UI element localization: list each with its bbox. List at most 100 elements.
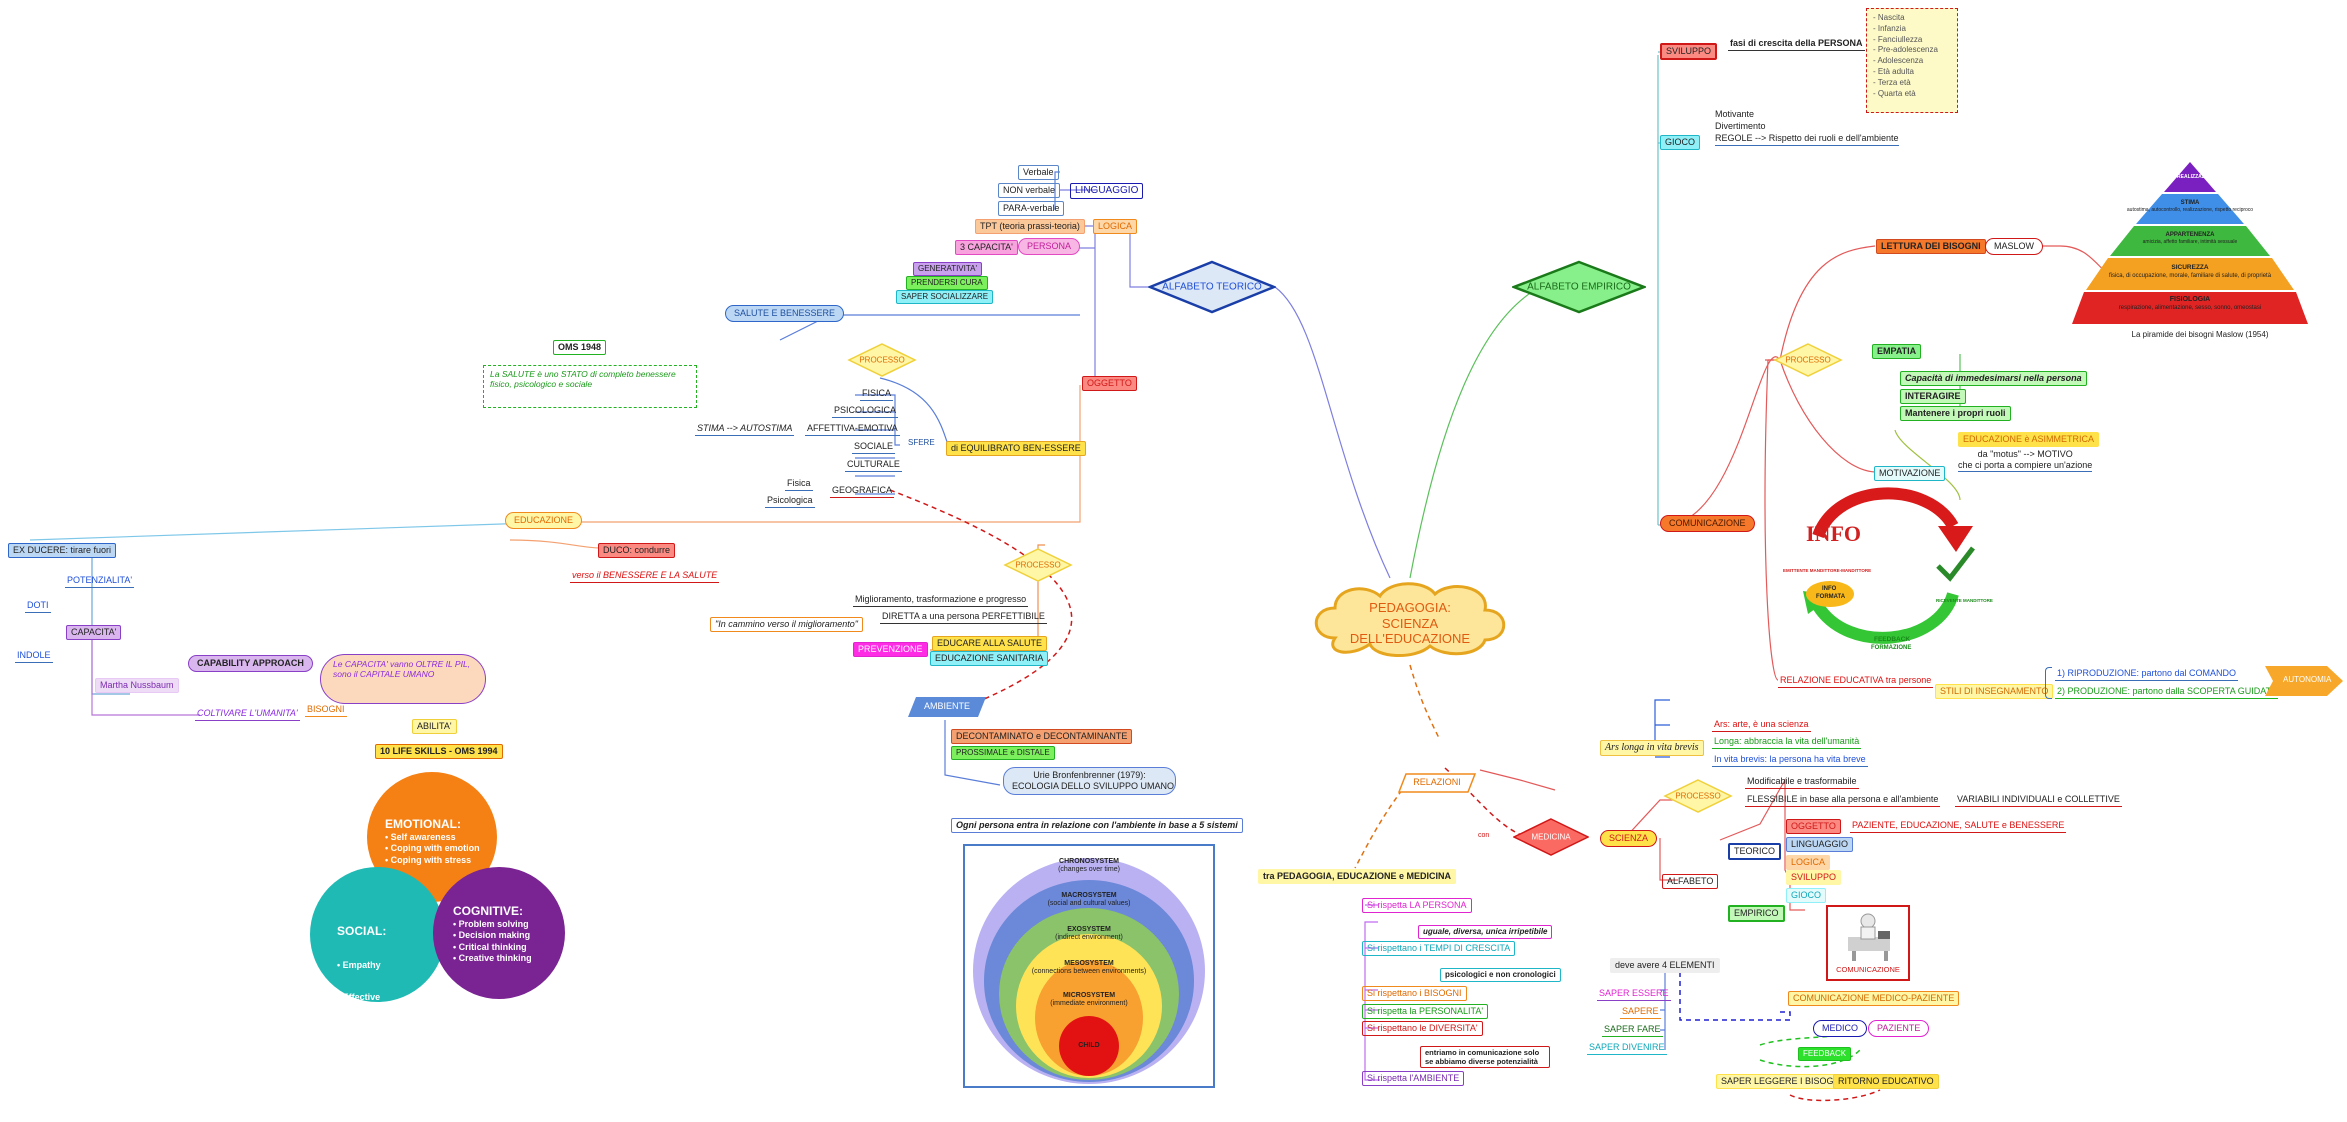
variabili-item: VARIABILI INDIVIDUALI e COLLETTIVE xyxy=(1955,794,2122,807)
relazioni-node[interactable]: RELAZIONI xyxy=(1398,773,1476,793)
bronfenbrenner-node[interactable]: Urie Bronfenbrenner (1979): ECOLOGIA DEL… xyxy=(1003,767,1176,795)
teorico-medicina-node[interactable]: TEORICO xyxy=(1728,843,1782,860)
alfabeto-teorico-label: ALFABETO TEORICO xyxy=(1162,281,1262,293)
cognitive-circle xyxy=(433,867,565,999)
motus-text: da "motus" --> MOTIVO che ci porta a com… xyxy=(1958,449,2093,472)
flessibile-item: FLESSIBILE in base alla persona e all'am… xyxy=(1745,794,1941,807)
stima-autostima: STIMA --> AUTOSTIMA xyxy=(695,423,795,436)
paziente-node[interactable]: PAZIENTE xyxy=(1868,1020,1930,1037)
gioco-node[interactable]: GIOCO xyxy=(1660,135,1701,150)
scienza-node[interactable]: SCIENZA xyxy=(1600,830,1658,847)
emotional-text: EMOTIONAL: • Self awareness • Coping wit… xyxy=(385,817,480,865)
medico-paziente-node[interactable]: COMUNICAZIONE MEDICO-PAZIENTE xyxy=(1788,991,1960,1006)
educare-salute-node[interactable]: EDUCARE ALLA SALUTE xyxy=(932,636,1048,651)
social-circle xyxy=(310,867,445,1002)
processo-educazione-node[interactable]: PROCESSO xyxy=(1003,547,1073,583)
oggetto-node[interactable]: OGGETTO xyxy=(1082,376,1137,391)
cognitive-text: COGNITIVE: • Problem solving • Decision … xyxy=(453,904,532,963)
logica-node[interactable]: LOGICA xyxy=(1093,219,1138,234)
comunicazione-node[interactable]: COMUNICAZIONE xyxy=(1660,515,1755,532)
educazione-node[interactable]: EDUCAZIONE xyxy=(505,512,583,529)
saper-leggere-node[interactable]: SAPER LEGGERE I BISOGNI xyxy=(1716,1074,1848,1089)
child: CHILD xyxy=(1078,1042,1100,1049)
prevenzione-node[interactable]: PREVENZIONE xyxy=(853,642,928,657)
alfabeto-empirico-label: ALFABETO EMPIRICO xyxy=(1527,281,1631,293)
comunicazione-medicina-box[interactable]: COMUNICAZIONE xyxy=(1826,905,1910,981)
comunicazione-potenzialita: entriamo in comunicazione solo se abbiam… xyxy=(1420,1046,1550,1068)
stile-riproduzione: 1) RIPRODUZIONE: partono dal COMANDO xyxy=(2055,668,2239,681)
pyramid-caption: La piramide dei bisogni Maslow (1954) xyxy=(2131,330,2269,339)
alfabeto-empirico-node[interactable]: ALFABETO EMPIRICO xyxy=(1512,260,1646,314)
mantenere-ruoli-item: Mantenere i propri ruoli xyxy=(1900,406,2011,421)
sapere: SAPERE xyxy=(1620,1006,1661,1019)
social-text: SOCIAL: • Empathy • Effective communicat… xyxy=(337,923,421,1100)
elementi-node[interactable]: deve avere 4 ELEMENTI xyxy=(1610,958,1720,973)
sfera-sociale: SOCIALE xyxy=(852,441,896,454)
processo-medicina-node[interactable]: PROCESSO xyxy=(1663,778,1733,814)
asimmetrica-node: EDUCAZIONE è ASIMMETRICA xyxy=(1958,432,2100,447)
stili-node[interactable]: STILI DI INSEGNAMENTO xyxy=(1935,684,2054,699)
gioco-motivante: Motivante xyxy=(1715,109,1755,119)
prendersi-cura-item: PRENDERSI CURA xyxy=(906,276,988,290)
central-topic-label: PEDAGOGIA: SCIENZA DELL'EDUCAZIONE xyxy=(1349,600,1471,647)
linguaggio-node[interactable]: LINGUAGGIO xyxy=(1070,183,1144,199)
interagire-item: INTERAGIRE xyxy=(1900,389,1966,404)
autonomia-node[interactable]: AUTONOMIA xyxy=(2265,666,2345,696)
oggetto-medicina: OGGETTO xyxy=(1786,819,1841,834)
empatia-node[interactable]: EMPATIA xyxy=(1872,344,1922,359)
processo-salute-node[interactable]: PROCESSO xyxy=(847,342,917,378)
indole-item: INDOLE xyxy=(15,650,53,663)
para-verbale-item: PARA-verbale xyxy=(998,201,1065,216)
info-formata-2: FORMATA xyxy=(1816,594,1846,600)
ambiente-node[interactable]: AMBIENTE xyxy=(908,697,986,717)
capability-note: Le CAPACITA' vanno OLTRE IL PIL, sono il… xyxy=(320,654,486,704)
ritorno-educativo-node[interactable]: RITORNO EDUCATIVO xyxy=(1833,1074,1939,1089)
equilibrato-benessere-node[interactable]: di EQUILIBRATO BEN-ESSERE xyxy=(946,441,1086,456)
motivazione-node[interactable]: MOTIVAZIONE xyxy=(1874,466,1946,481)
relazioni-label: RELAZIONI xyxy=(1413,777,1461,787)
life-skills-node[interactable]: 10 LIFE SKILLS - OMS 1994 xyxy=(375,744,503,759)
duco-node[interactable]: DUCO: condurre xyxy=(598,543,676,558)
processo-salute-label: PROCESSO xyxy=(859,355,905,365)
medicina-node[interactable]: MEDICINA xyxy=(1513,818,1589,856)
cinque-sistemi-node: Ogni persona entra in relazione con l'am… xyxy=(951,818,1243,833)
processo-educazione-label: PROCESSO xyxy=(1015,560,1061,570)
processo-medicina-label: PROCESSO xyxy=(1675,791,1721,801)
non-verbale-item: NON verbale xyxy=(998,183,1061,198)
medico-node[interactable]: MEDICO xyxy=(1813,1020,1867,1037)
logica-medicina: LOGICA xyxy=(1786,855,1831,870)
capacita-node[interactable]: CAPACITA' xyxy=(66,625,122,640)
fasi-crescita: fasi di crescita della PERSONA xyxy=(1728,38,1865,51)
empirico-medicina-node[interactable]: EMPIRICO xyxy=(1728,905,1785,922)
alfabeto-teorico-node[interactable]: ALFABETO TEORICO xyxy=(1148,260,1276,314)
gioco-regole: REGOLE --> Rispetto dei ruoli e dell'amb… xyxy=(1715,133,1899,144)
maslow-node[interactable]: MASLOW xyxy=(1985,238,2044,255)
ars-longa-node[interactable]: Ars longa in vita brevis xyxy=(1600,740,1704,756)
ex-ducere-node[interactable]: EX DUCERE: tirare fuori xyxy=(8,543,117,558)
longa-item: Longa: abbraccia la vita dell'umanità xyxy=(1712,736,1862,749)
salute-definition: La SALUTE è uno STATO di completo beness… xyxy=(483,365,697,408)
doctor-desk-icon xyxy=(1848,913,1890,961)
capability-approach-node[interactable]: CAPABILITY APPROACH xyxy=(188,655,313,672)
in-cammino-item: "In cammino verso il miglioramento" xyxy=(710,617,863,632)
bronfenbrenner-line1: Urie Bronfenbrenner (1979): xyxy=(1033,770,1146,780)
stile-produzione: 2) PRODUZIONE: partono dalla SCOPERTA GU… xyxy=(2055,686,2279,699)
lettura-bisogni-node[interactable]: LETTURA DEI BISOGNI xyxy=(1876,239,1986,254)
persona-node[interactable]: PERSONA xyxy=(1018,238,1081,255)
educazione-sanitaria-node[interactable]: EDUCAZIONE SANITARIA xyxy=(930,651,1049,666)
sviluppo-node[interactable]: SVILUPPO xyxy=(1660,43,1718,60)
comunicazione-medicina-label: COMUNICAZIONE xyxy=(1836,965,1900,974)
tra-pedagogia-node[interactable]: tra PEDAGOGIA, EDUCAZIONE e MEDICINA xyxy=(1258,869,1457,884)
alfabeto-medicina-node[interactable]: ALFABETO xyxy=(1662,874,1719,889)
central-topic[interactable]: PEDAGOGIA: SCIENZA DELL'EDUCAZIONE xyxy=(1305,578,1515,658)
processo-empirico-node[interactable]: PROCESSO xyxy=(1773,342,1843,378)
sfera-geografica: GEOGRAFICA xyxy=(830,485,895,498)
rispetta-tempi: Si rispettano i TEMPI DI CRESCITA xyxy=(1362,941,1516,956)
generativita-item: GENERATIVITA' xyxy=(913,262,983,276)
salute-benessere-node[interactable]: SALUTE E BENESSERE xyxy=(725,305,845,322)
ars-item: Ars: arte, è una scienza xyxy=(1712,719,1811,732)
nussbaum-item: Martha Nussbaum xyxy=(95,678,179,693)
tre-capacita-node: 3 CAPACITA' xyxy=(955,240,1018,255)
